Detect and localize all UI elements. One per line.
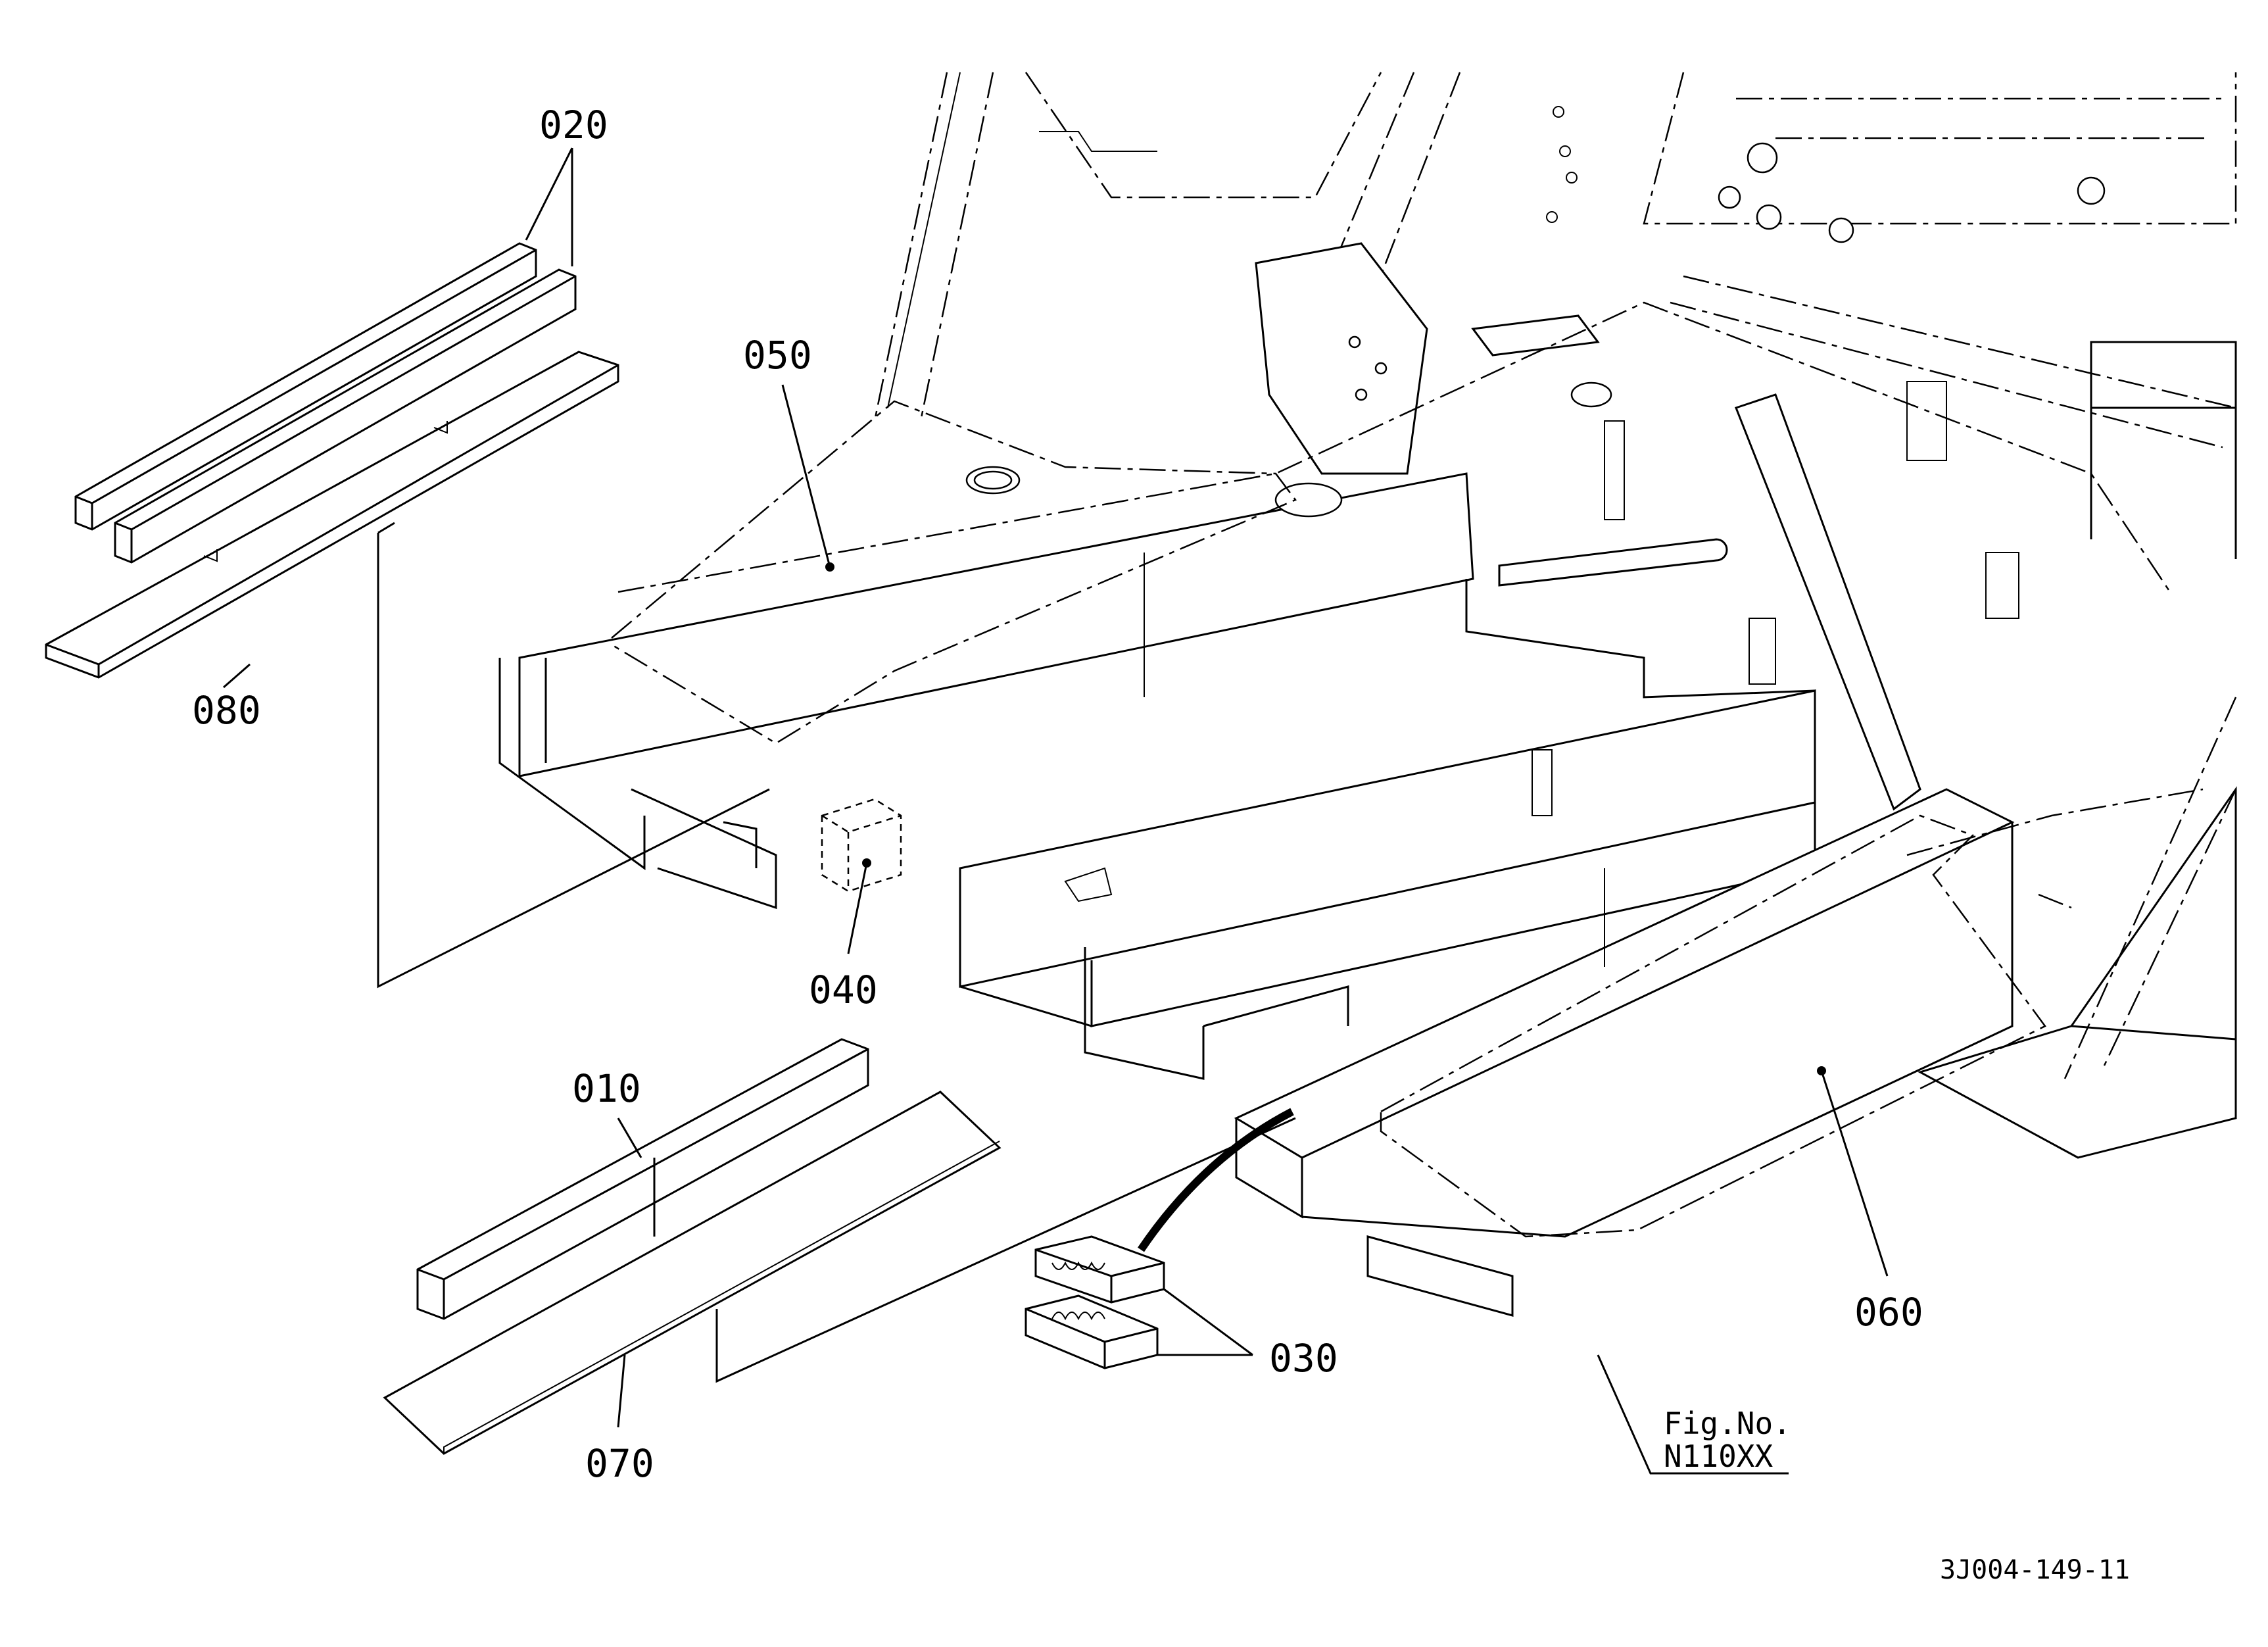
figure-ref-line2: N110XX	[1664, 1438, 1773, 1474]
part-070-sheet	[383, 1091, 1001, 1455]
label-070: 070	[585, 1441, 654, 1486]
label-010: 010	[572, 1066, 641, 1111]
part-040-block	[821, 798, 902, 893]
label-040: 040	[809, 968, 878, 1012]
label-030: 030	[1269, 1336, 1338, 1381]
figure-ref-line1: Fig.No.	[1664, 1406, 1791, 1441]
part-030-cable-clamps	[1025, 1235, 1165, 1369]
drawing-code: 3J004-149-11	[1940, 1555, 2130, 1585]
part-050-floor-mat-left	[611, 400, 1297, 745]
label-050: 050	[743, 333, 812, 378]
label-020: 020	[539, 103, 608, 147]
install-arrow	[1138, 1108, 1294, 1252]
chassis-frame	[498, 72, 2237, 1317]
part-080-board	[45, 351, 619, 679]
label-080: 080	[192, 688, 261, 733]
part-060-floor-mat-right	[1380, 814, 2046, 1238]
part-020-strips	[74, 242, 577, 564]
part-010-foam-bar	[416, 1038, 869, 1320]
leader-lines	[223, 147, 1889, 1475]
label-060: 060	[1854, 1290, 1923, 1335]
